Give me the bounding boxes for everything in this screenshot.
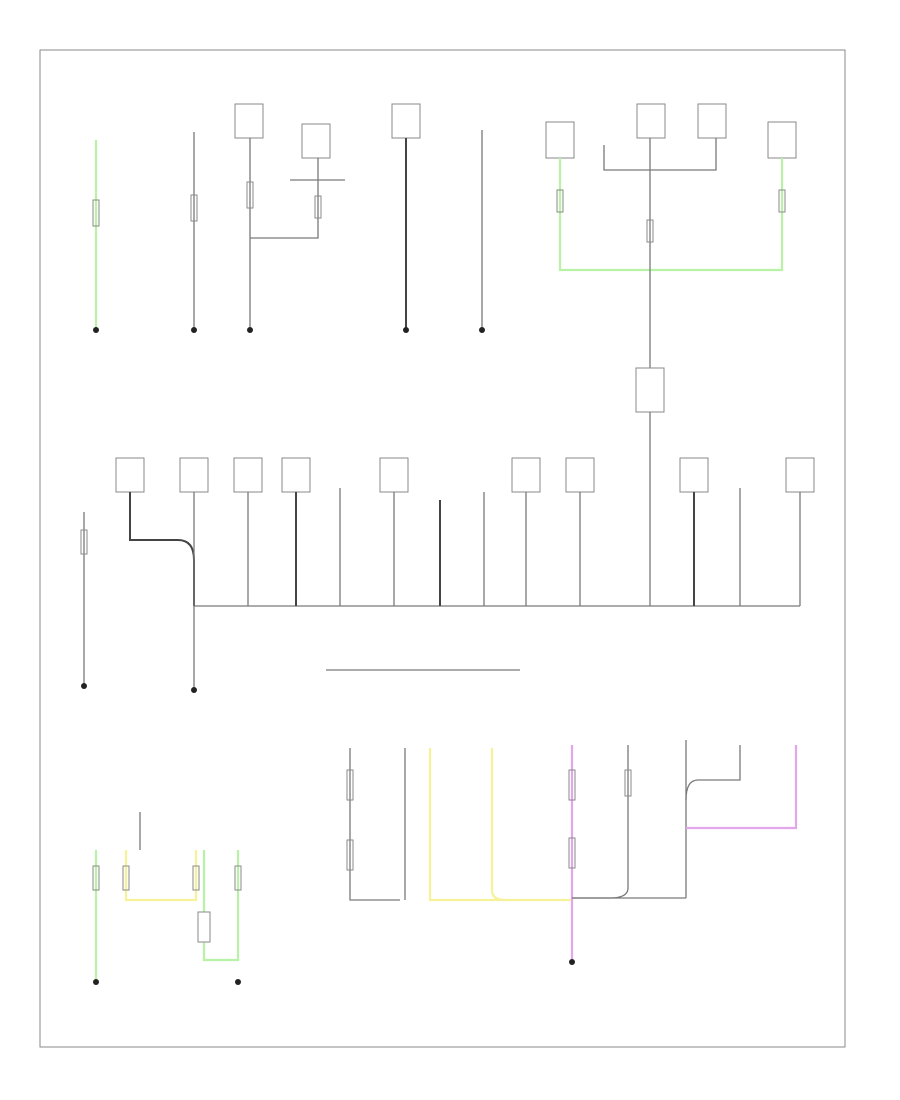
bl-connector-2 xyxy=(122,865,130,891)
bl-connector-3 xyxy=(192,865,200,891)
ground-point-5 xyxy=(403,327,409,333)
connector-10 xyxy=(556,189,564,213)
mid-box-4 xyxy=(281,457,311,493)
component-box-8 xyxy=(636,103,666,139)
br-wire-1 xyxy=(349,748,400,901)
component-box-9 xyxy=(697,103,727,139)
bl-ground-point-2 xyxy=(235,979,241,985)
br-connector-1 xyxy=(346,769,354,801)
mid-box-9 xyxy=(785,457,815,493)
mid-box-1 xyxy=(115,457,145,493)
br-connector-4 xyxy=(568,837,576,869)
ground-point-6 xyxy=(479,327,485,333)
connector-9 xyxy=(646,219,654,243)
component-box-5 xyxy=(391,103,421,139)
ground-wire-7 xyxy=(603,138,717,171)
connector-1 xyxy=(92,199,100,227)
mid-connector-1 xyxy=(80,529,88,555)
connector-4 xyxy=(314,195,322,219)
br-wire-9 xyxy=(685,745,741,801)
mid-wire-2 xyxy=(129,492,195,606)
bottom-right-ground-section xyxy=(326,669,798,965)
mid-box-7 xyxy=(565,457,595,493)
splice-box xyxy=(635,367,665,413)
br-wire-3 xyxy=(428,748,572,902)
component-box-4 xyxy=(301,123,331,159)
mid-ground-point-2 xyxy=(191,687,197,693)
bl-connector-1 xyxy=(92,865,100,891)
ground-point-2 xyxy=(191,327,197,333)
top-ground-section xyxy=(92,103,797,413)
middle-ground-section xyxy=(80,412,815,693)
component-box-10 xyxy=(767,121,797,159)
bl-ground-point-1 xyxy=(93,979,99,985)
mid-box-3 xyxy=(233,457,263,493)
component-box-7 xyxy=(545,121,575,159)
mid-box-8 xyxy=(679,457,709,493)
bl-splice xyxy=(197,911,211,943)
green-bus-wire xyxy=(558,158,784,272)
mid-box-5 xyxy=(379,457,409,493)
br-wire-10 xyxy=(686,745,798,830)
connector-2 xyxy=(190,194,198,222)
br-connector-5 xyxy=(624,769,632,797)
mid-box-2 xyxy=(179,457,209,493)
ground-point-1 xyxy=(93,327,99,333)
br-wire-4 xyxy=(490,748,506,902)
br-wire-6 xyxy=(572,745,629,899)
mid-box-6 xyxy=(511,457,541,493)
diagram-frame xyxy=(39,49,846,1048)
mid-ground-point-1 xyxy=(81,683,87,689)
bottom-left-ground-section xyxy=(92,812,242,985)
bl-connector-4 xyxy=(234,865,242,891)
bl-wire-yellow xyxy=(124,850,198,902)
bl-wire-green-2 xyxy=(202,850,240,962)
component-box-3 xyxy=(234,103,264,139)
br-connector-3 xyxy=(568,769,576,801)
connector-11 xyxy=(778,189,786,213)
connector-3 xyxy=(246,181,254,209)
br-connector-2 xyxy=(346,839,354,871)
br-ground-point-1 xyxy=(569,959,575,965)
ground-wire-4 xyxy=(250,158,319,239)
ground-point-3 xyxy=(247,327,253,333)
